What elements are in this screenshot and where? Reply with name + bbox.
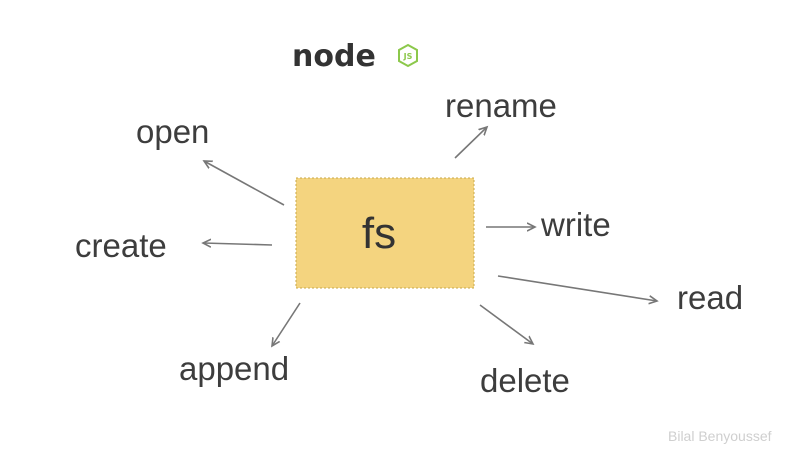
op-create: create: [75, 227, 167, 264]
author-watermark: Bilal Benyoussef: [668, 428, 772, 444]
logo-badge-text: JS: [403, 52, 413, 61]
arrow-to-open: [204, 161, 285, 206]
fs-box: [295, 177, 475, 289]
op-open: open: [136, 113, 209, 150]
op-append: append: [179, 350, 289, 387]
nodejs-logo: node JS: [292, 39, 418, 74]
op-delete: delete: [480, 362, 570, 399]
fs-label: fs: [362, 209, 396, 258]
arrow-to-rename: [454, 127, 487, 159]
op-write: write: [540, 206, 611, 243]
arrow-to-append: [272, 302, 301, 346]
logo-brand-text: node: [292, 39, 376, 74]
op-read: read: [677, 279, 743, 316]
op-rename: rename: [445, 87, 557, 124]
arrow-to-read: [497, 275, 657, 301]
arrow-to-create: [203, 243, 273, 245]
arrow-to-delete: [479, 304, 533, 344]
js-hexagon-icon: [398, 43, 418, 68]
